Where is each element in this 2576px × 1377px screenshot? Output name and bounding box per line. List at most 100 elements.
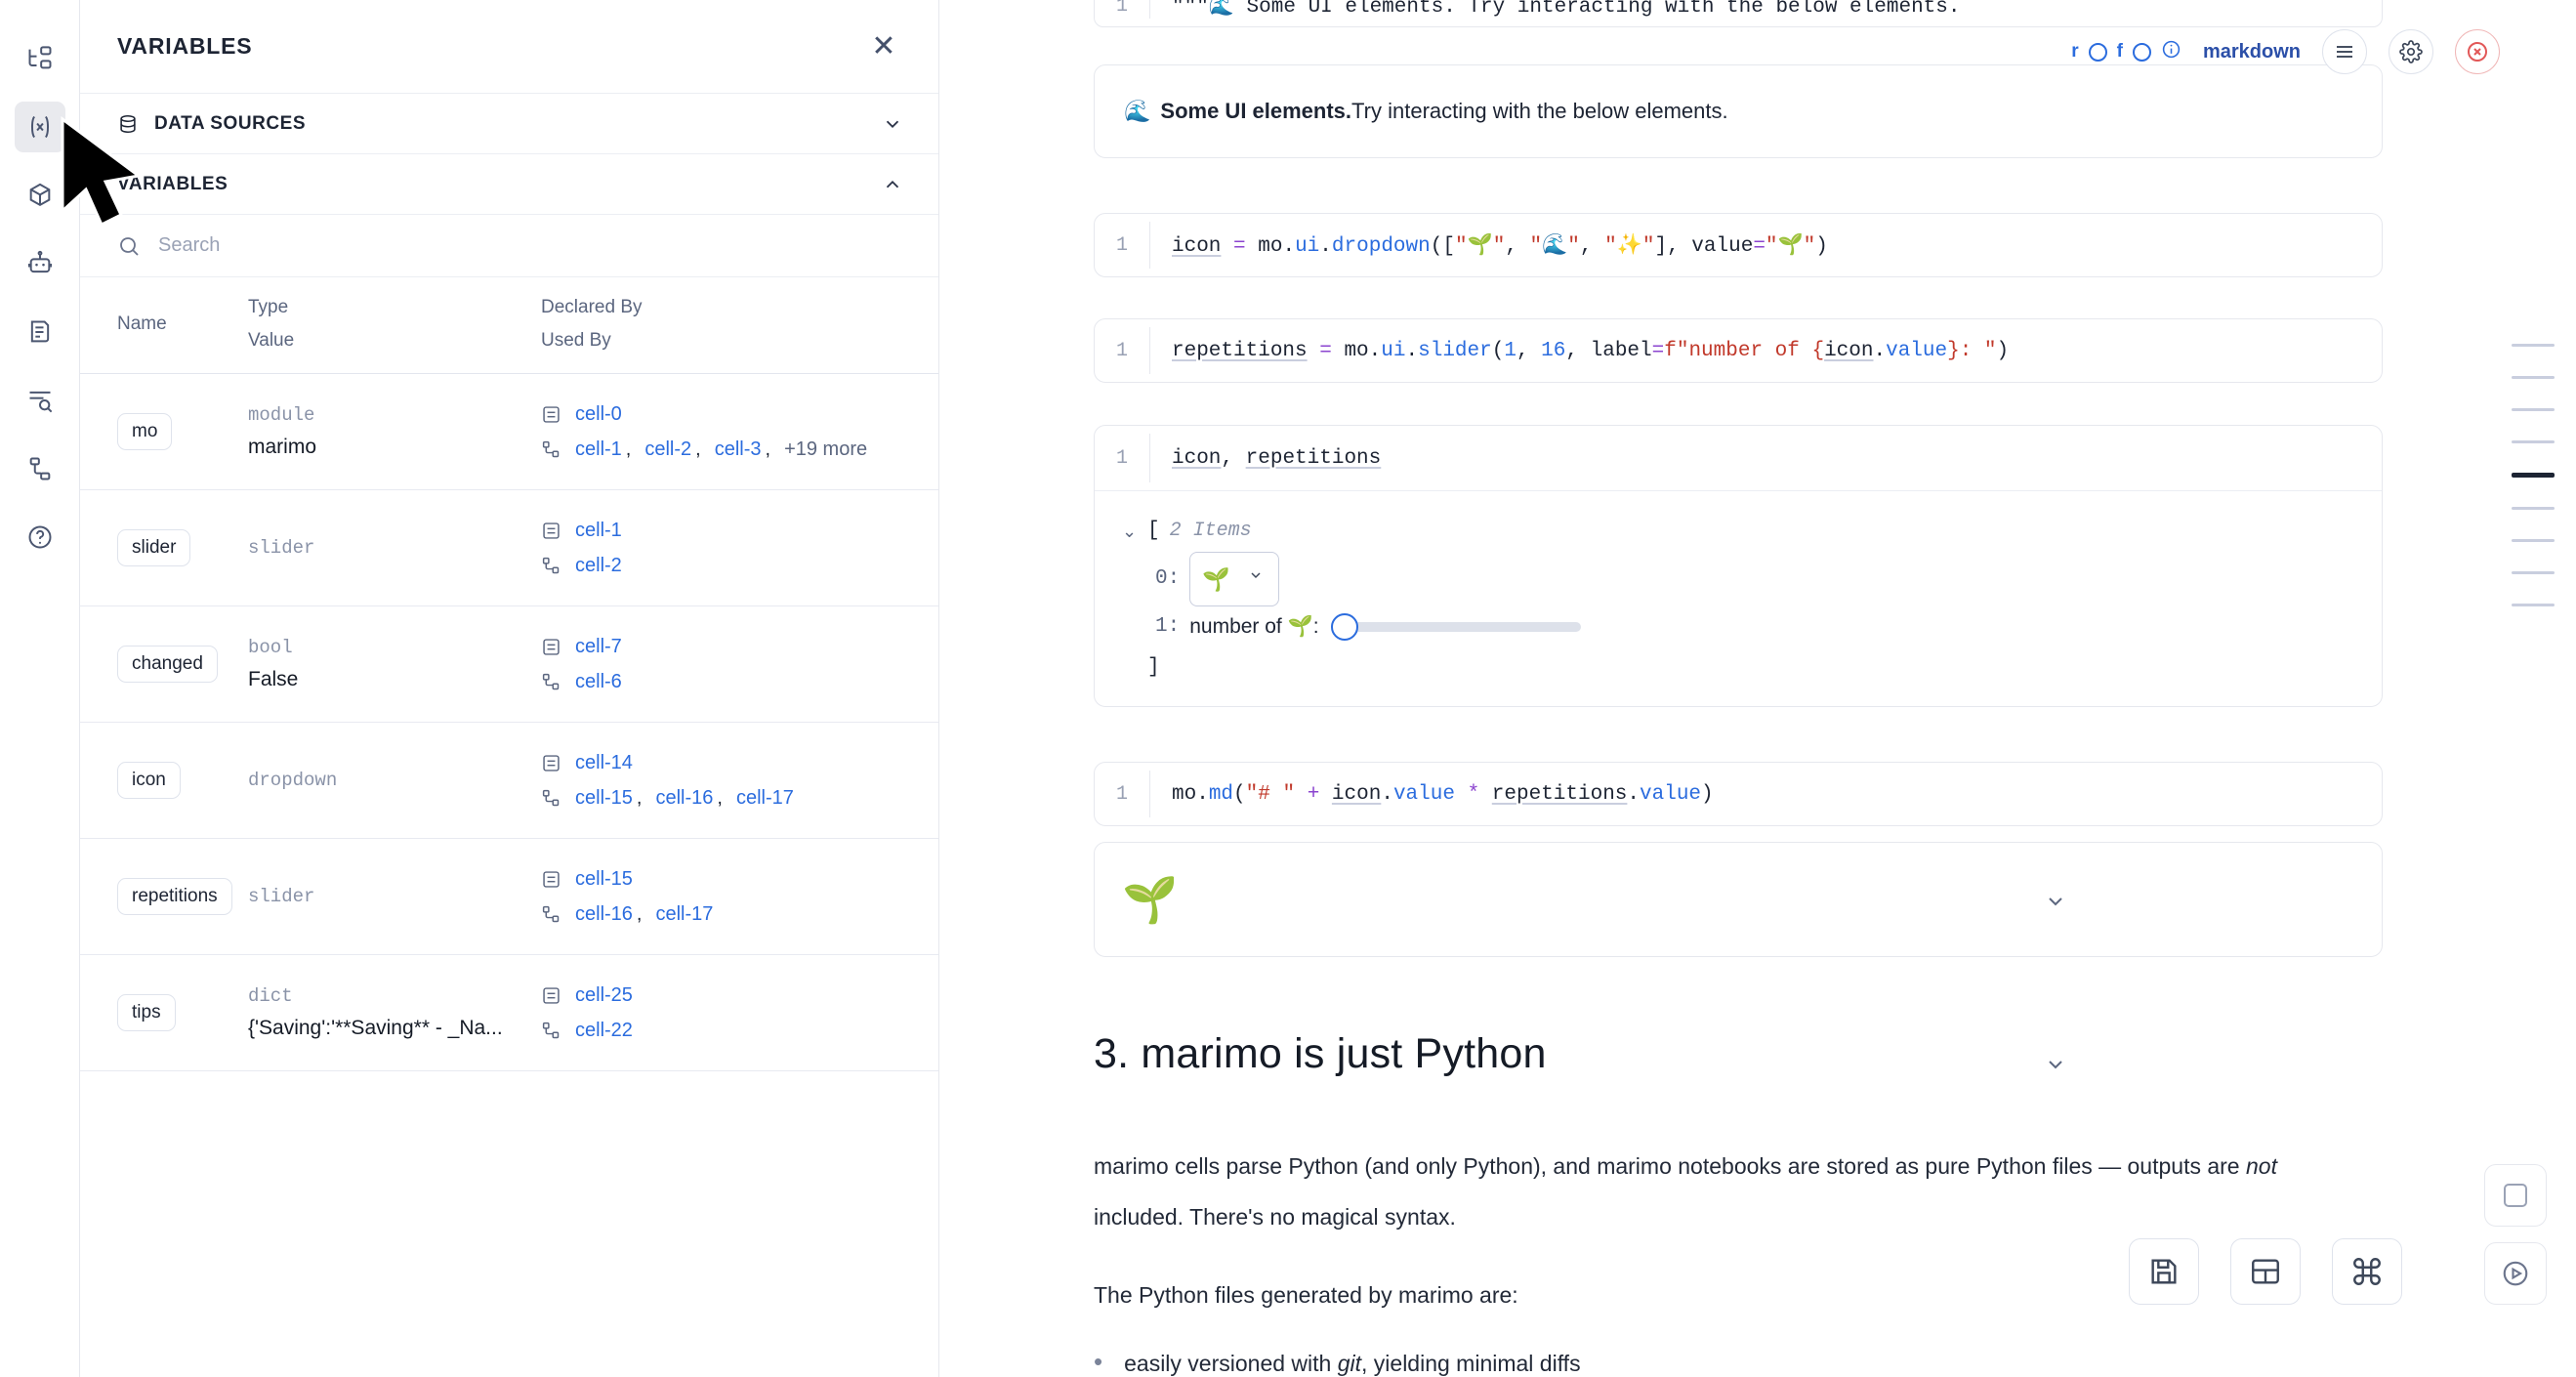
paragraph-1: marimo cells parse Python (and only Pyth… [1094, 1153, 2277, 1230]
item-index: 1: [1155, 615, 1181, 638]
section-data-sources[interactable]: DATA SOURCES [80, 94, 938, 154]
header-type: Type [248, 297, 289, 317]
minimap-line[interactable] [2512, 571, 2555, 574]
cell-link[interactable]: cell-16 [575, 903, 633, 925]
info-icon[interactable] [2161, 39, 2181, 65]
used-by-line: cell-6 [541, 664, 938, 699]
file-tree-icon[interactable] [15, 33, 65, 84]
dependency-icon [542, 440, 560, 457]
chevron-down-icon[interactable]: ⌄ [1122, 522, 1138, 541]
document-icon[interactable] [15, 307, 65, 357]
flag-f-toggle[interactable] [2132, 42, 2151, 62]
cell-link[interactable]: cell-2 [575, 555, 622, 576]
code-cell-tuple[interactable]: 1 icon, repetitions ⌄ [ 2 Items 0: [1094, 425, 2383, 707]
cell-link[interactable]: cell-25 [575, 984, 633, 1006]
variable-name-chip[interactable]: mo [117, 413, 173, 450]
cell-link[interactable]: cell-1 [575, 438, 622, 460]
minimap[interactable] [2512, 344, 2555, 606]
slider-knob[interactable] [1330, 613, 1358, 641]
output-item-1: 1: number of 🌱: [1122, 606, 2354, 647]
collapse-output-icon[interactable] [2041, 887, 2070, 916]
logs-search-icon[interactable] [15, 375, 65, 426]
minimap-line[interactable] [2512, 344, 2555, 347]
divider [1149, 327, 1150, 374]
robot-icon[interactable] [15, 238, 65, 289]
package-icon[interactable] [15, 170, 65, 221]
separator: , [636, 787, 643, 809]
hamburger-icon[interactable] [2322, 29, 2367, 74]
used-by-more[interactable]: +19 more [784, 438, 868, 460]
line-number: 1 [1115, 339, 1128, 362]
markdown-source-cell[interactable]: 1 """🌊 Some UI elements. Try interacting… [1094, 0, 2383, 27]
header-used-by: Used By [541, 330, 611, 351]
command-icon[interactable] [2332, 1238, 2402, 1305]
dropdown-widget[interactable]: 🌱 [1189, 552, 1280, 606]
cell-link[interactable]: cell-2 [644, 438, 692, 460]
cell-link[interactable]: cell-16 [655, 787, 714, 809]
cell-link[interactable]: cell-22 [575, 1020, 633, 1041]
line-number: 1 [1115, 233, 1128, 257]
variable-name-chip[interactable]: slider [117, 529, 191, 566]
cell-link[interactable]: cell-0 [575, 403, 622, 425]
md-emoji: 🌊 [1124, 99, 1151, 123]
notebook-area: 1 """🌊 Some UI elements. Try interacting… [939, 0, 2576, 1377]
markdown-source-text: """🌊 Some UI elements. Try interacting w… [1172, 0, 1961, 19]
cell-link[interactable]: cell-15 [575, 868, 633, 890]
minimap-line[interactable] [2512, 473, 2555, 478]
cell-link[interactable]: cell-6 [575, 671, 622, 692]
cell-link[interactable]: cell-3 [714, 438, 762, 460]
variable-value: False [248, 668, 299, 690]
minimap-line[interactable] [2512, 604, 2555, 606]
run-icon[interactable] [2484, 1242, 2547, 1305]
cell-link[interactable]: cell-14 [575, 752, 633, 773]
dependency-graph-icon[interactable] [15, 443, 65, 494]
slider-widget[interactable] [1330, 613, 1581, 641]
line-number: 1 [1115, 782, 1128, 806]
variables-icon[interactable] [14, 102, 65, 152]
variable-name-chip[interactable]: changed [117, 646, 218, 683]
help-circle-icon[interactable] [15, 512, 65, 563]
variable-name-chip[interactable]: tips [117, 994, 176, 1031]
variable-name-chip[interactable]: repetitions [117, 878, 232, 915]
chevron-down-icon [1248, 559, 1264, 600]
bullet-text: easily versioned with git, yielding mini… [1124, 1351, 1581, 1376]
flag-r-toggle[interactable] [2088, 42, 2107, 62]
section-variables[interactable]: VARIABLES [80, 154, 938, 215]
close-icon[interactable]: ✕ [871, 29, 896, 63]
cell-link[interactable]: cell-7 [575, 636, 622, 657]
stop-icon[interactable] [2484, 1164, 2547, 1227]
minimap-line[interactable] [2512, 376, 2555, 379]
chevron-up-icon[interactable] [882, 174, 903, 195]
cell-link[interactable]: cell-17 [735, 787, 794, 809]
minimap-line[interactable] [2512, 408, 2555, 411]
code-cell-slider[interactable]: 1 repetitions = mo.ui.slider(1, 16, labe… [1094, 318, 2383, 383]
minimap-line[interactable] [2512, 539, 2555, 542]
minimap-line[interactable] [2512, 507, 2555, 510]
stop-square [2504, 1184, 2527, 1207]
cell-link[interactable]: cell-15 [575, 787, 633, 809]
search-input[interactable] [158, 234, 903, 257]
code-cell-dropdown[interactable]: 1 icon = mo.ui.dropdown(["🌱", "🌊", "✨"],… [1094, 213, 2383, 277]
slider-track[interactable] [1330, 613, 1581, 641]
gear-icon[interactable] [2389, 29, 2433, 74]
variable-name-chip[interactable]: icon [117, 762, 181, 799]
cell-link[interactable]: cell-1 [575, 520, 622, 541]
minimap-line[interactable] [2512, 440, 2555, 443]
header-declared-by: Declared By [541, 297, 643, 317]
code-cell-md[interactable]: 1 mo.md("# " + icon.value * repetitions.… [1094, 762, 2383, 826]
collapse-section-icon[interactable] [2041, 1050, 2070, 1079]
cell-language-label[interactable]: markdown [2202, 40, 2301, 63]
close-icon[interactable] [2455, 29, 2500, 74]
cell-link[interactable]: cell-17 [655, 903, 714, 925]
save-icon[interactable] [2129, 1238, 2199, 1305]
layout-icon[interactable] [2230, 1238, 2301, 1305]
chevron-down-icon[interactable] [882, 113, 903, 135]
md-bold-text: Some UI elements. [1160, 99, 1352, 123]
